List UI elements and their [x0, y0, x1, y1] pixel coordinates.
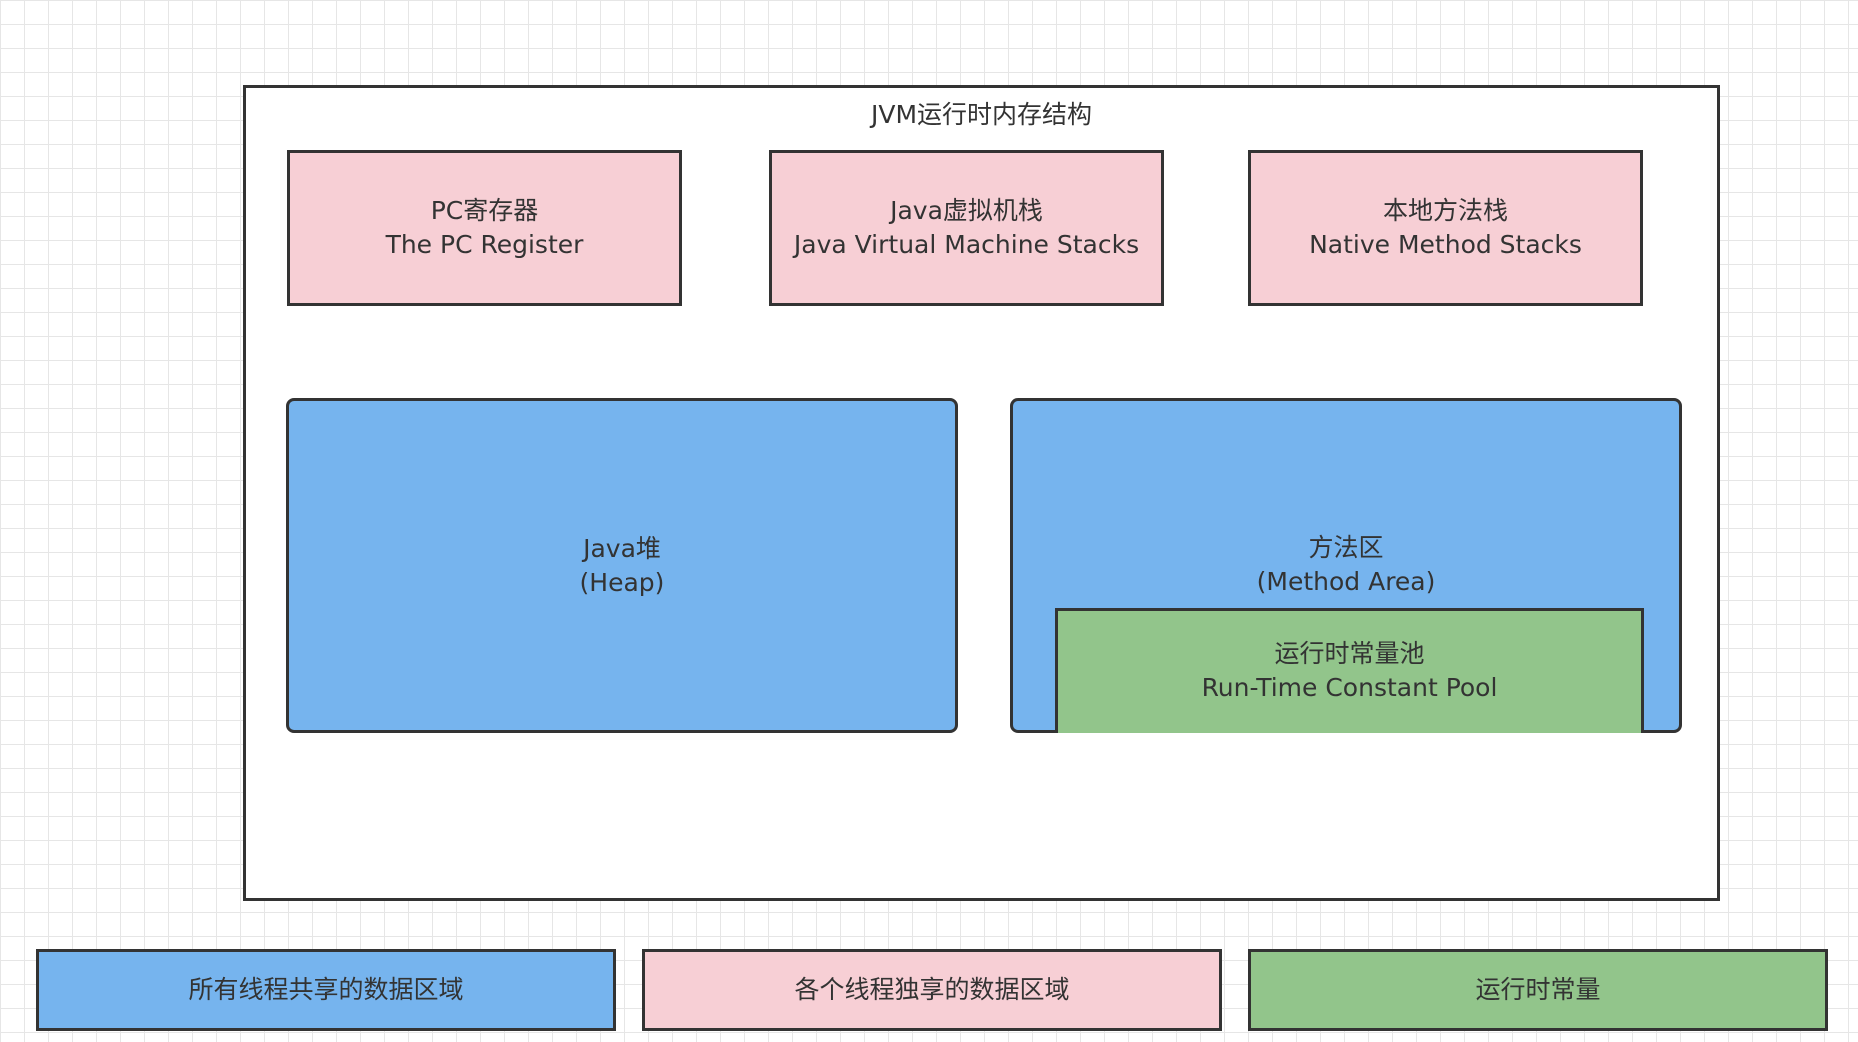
native-stacks-label-en: Native Method Stacks — [1309, 230, 1582, 259]
heap-label-en: (Heap) — [579, 567, 665, 597]
diagram-title: JVM运行时内存结构 — [870, 100, 1093, 129]
legend-shared-area: 所有线程共享的数据区域 — [36, 949, 616, 1031]
legend-thread-private-area: 各个线程独享的数据区域 — [642, 949, 1222, 1031]
constant-pool-label-en: Run-Time Constant Pool — [1201, 673, 1498, 702]
jvm-stacks-label-cn: Java虚拟机栈 — [890, 196, 1043, 225]
method-area-label-cn: 方法区 — [1308, 533, 1384, 562]
legend-shared-label: 所有线程共享的数据区域 — [188, 975, 464, 1004]
method-area-label-en: (Method Area) — [1256, 567, 1436, 596]
heap-label-cn: Java堆 — [583, 533, 661, 563]
constant-pool-label-cn: 运行时常量池 — [1274, 639, 1425, 668]
jvm-stacks-box: Java虚拟机栈 Java Virtual Machine Stacks — [769, 150, 1164, 306]
legend-constant-label: 运行时常量 — [1475, 975, 1601, 1004]
legend-runtime-constant: 运行时常量 — [1248, 949, 1828, 1031]
runtime-constant-pool-box: 运行时常量池 Run-Time Constant Pool — [1055, 608, 1644, 733]
native-method-stacks-box: 本地方法栈 Native Method Stacks — [1248, 150, 1643, 306]
pc-register-label-cn: PC寄存器 — [430, 196, 539, 225]
native-stacks-label-cn: 本地方法栈 — [1382, 196, 1508, 225]
pc-register-box: PC寄存器 The PC Register — [287, 150, 682, 306]
pc-register-label-en: The PC Register — [385, 230, 584, 259]
heap-box: Java堆 (Heap) — [286, 398, 958, 733]
jvm-stacks-label-en: Java Virtual Machine Stacks — [793, 230, 1140, 259]
legend-private-label: 各个线程独享的数据区域 — [794, 975, 1070, 1004]
